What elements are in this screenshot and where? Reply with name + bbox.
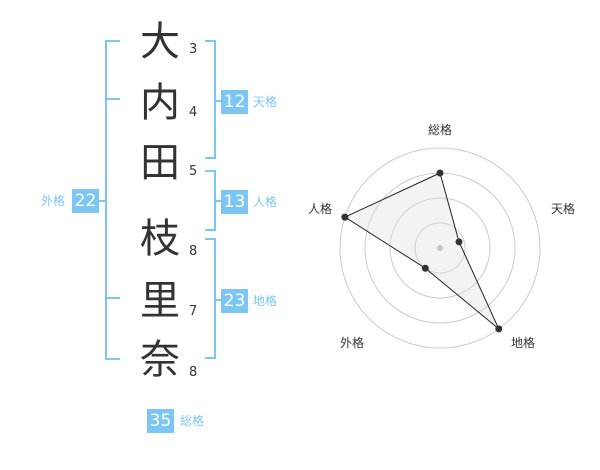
radar-point-2 [455, 238, 463, 246]
name-char-5: 里 [140, 278, 180, 324]
name-char-4: 枝 [140, 216, 180, 262]
soukaku-label: 総格 [180, 414, 205, 428]
radar-label-tenkaku: 天格 [551, 202, 576, 216]
stroke-count-3: 5 [189, 164, 198, 179]
chikaku-label: 地格 [253, 294, 278, 308]
radar-point-1 [436, 169, 444, 177]
name-char-1: 大 [140, 19, 180, 65]
name-char-3: 田 [140, 140, 180, 186]
radar-label-gaikaku: 外格 [340, 336, 365, 350]
chikaku-value: 23 [221, 289, 248, 313]
stroke-count-6: 8 [189, 365, 198, 380]
gaikaku-value: 22 [72, 189, 99, 213]
name-char-6: 奈 [140, 337, 180, 383]
radar-label-chikaku: 地格 [511, 336, 536, 350]
stroke-count-1: 3 [189, 42, 198, 57]
name-char-2: 内 [140, 80, 180, 126]
tenkaku-label: 天格 [253, 95, 278, 109]
soukaku-value: 35 [147, 409, 174, 433]
tenkaku-value: 12 [221, 90, 248, 114]
radar-grid-ring [339, 147, 541, 349]
stroke-count-4: 8 [189, 244, 198, 259]
radar-shape [343, 172, 500, 330]
jinkaku-label: 人格 [253, 195, 278, 209]
radar-point-3 [495, 325, 503, 333]
radar-label-jinkaku: 人格 [308, 202, 333, 216]
stroke-count-2: 4 [189, 105, 198, 120]
radar-center [437, 245, 443, 251]
radar-grid-ring [389, 197, 491, 299]
stroke-count-5: 7 [189, 304, 198, 319]
gaikaku-label: 外格 [41, 194, 66, 208]
radar-point-5 [341, 213, 349, 221]
radar-point-4 [421, 264, 429, 272]
radar-label-soukaku: 総格 [428, 123, 453, 137]
jinkaku-value: 13 [221, 190, 248, 214]
radar-grid-ring [414, 222, 466, 274]
